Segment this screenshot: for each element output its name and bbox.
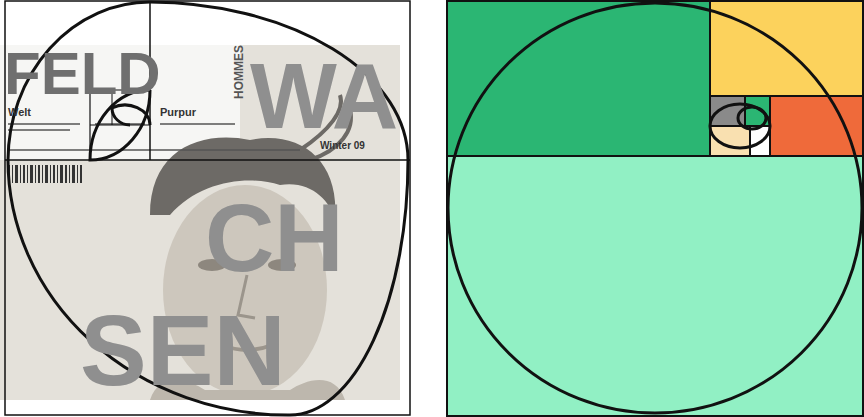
cover-line: Purpur <box>160 107 196 118</box>
issue-date: Winter 09 <box>320 141 365 151</box>
cover-letters: SEN <box>80 300 286 400</box>
barcode <box>8 165 82 183</box>
sub-masthead: HOMMES <box>233 45 245 99</box>
golden-spiral <box>5 1 410 415</box>
golden-rectangles <box>447 1 863 416</box>
cover-ground <box>0 45 400 400</box>
masthead: FELD <box>4 44 161 104</box>
cover-letters: CH <box>205 190 344 286</box>
cover-line: Welt <box>8 107 31 118</box>
spiral-curve <box>448 3 862 413</box>
cover-letters: WA <box>250 50 398 142</box>
